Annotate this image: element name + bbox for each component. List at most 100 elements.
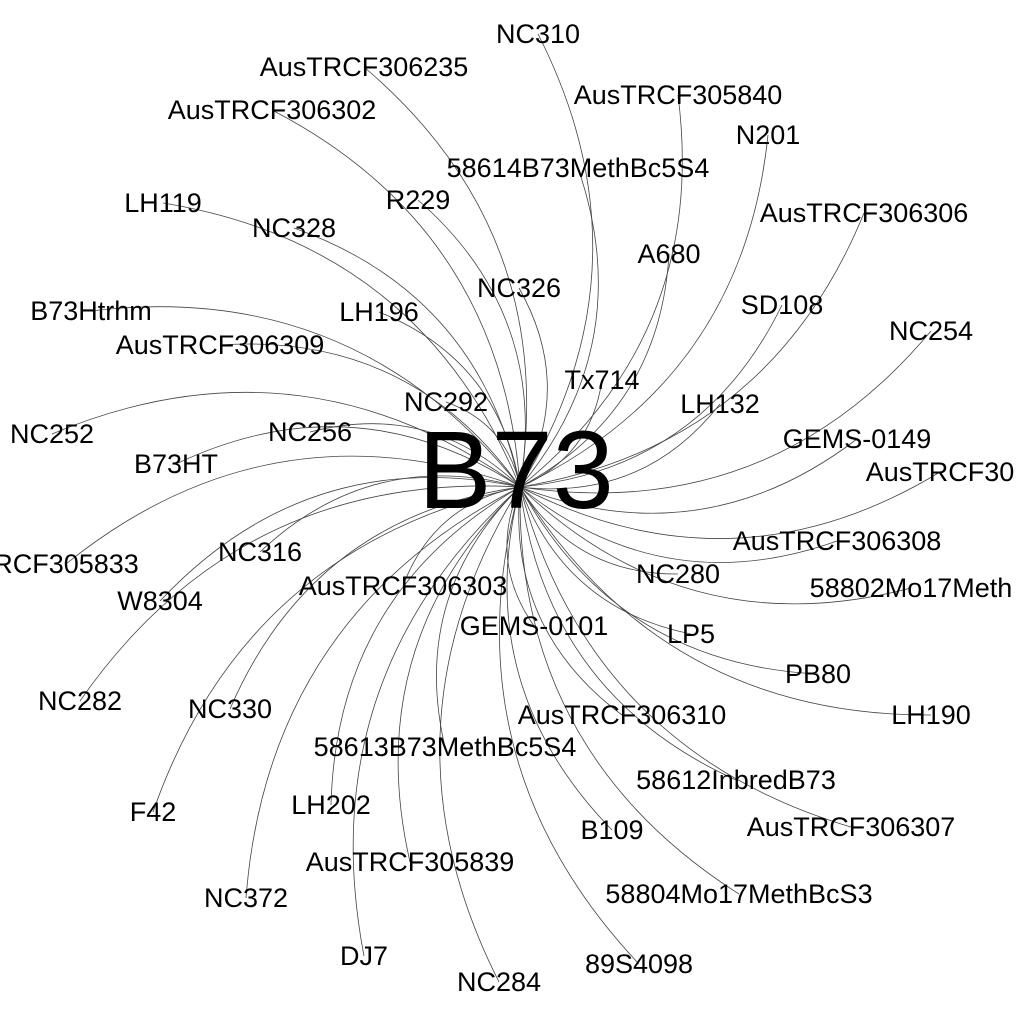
edge-58614b73 xyxy=(519,167,599,488)
node-label-lh190: LH190 xyxy=(891,700,971,730)
node-label-gems0101: GEMS-0101 xyxy=(460,611,609,641)
node-label-austrcf306235: AusTRCF306235 xyxy=(260,52,469,82)
node-label-austrcf305839: AusTRCF305839 xyxy=(306,847,515,877)
edge-austrcf305840 xyxy=(519,94,683,488)
edge-rcf305833 xyxy=(65,455,521,565)
node-label-tx714: Tx714 xyxy=(564,365,639,395)
node-label-nc328: NC328 xyxy=(252,213,336,243)
node-label-nc284: NC284 xyxy=(457,967,541,997)
node-label-lh132: LH132 xyxy=(680,389,760,419)
node-label-sd108: SD108 xyxy=(741,290,824,320)
edge-lh196 xyxy=(378,311,521,488)
node-label-nc372: NC372 xyxy=(204,883,288,913)
node-label-f42: F42 xyxy=(130,797,177,827)
edge-58612inbred xyxy=(519,486,737,781)
edge-sd108 xyxy=(519,304,783,488)
node-label-lh202: LH202 xyxy=(291,790,371,820)
edge-nc310 xyxy=(519,33,594,488)
node-label-nc292: NC292 xyxy=(404,387,488,417)
node-label-austrcf306308: AusTRCF306308 xyxy=(733,526,942,556)
node-label-b73htrhm: B73Htrhm xyxy=(30,296,152,326)
edge-lh119 xyxy=(162,202,521,488)
node-label-austrcf305840: AusTRCF305840 xyxy=(574,80,783,110)
node-label-nc254: NC254 xyxy=(889,316,973,346)
node-label-r229: R229 xyxy=(386,185,451,215)
node-label-nc256: NC256 xyxy=(268,417,352,447)
edge-tx714 xyxy=(519,379,603,488)
edge-austrcf306309 xyxy=(219,343,521,488)
labels-layer: NC310AusTRCF306235AusTRCF305840AusTRCF30… xyxy=(0,19,1014,997)
node-label-austrcf306303: AusTRCF306303 xyxy=(299,571,508,601)
edge-b73ht xyxy=(175,426,521,488)
node-label-b109: B109 xyxy=(580,815,643,845)
node-label-nc330: NC330 xyxy=(188,694,272,724)
node-label-58804mo17: 58804Mo17MethBcS3 xyxy=(605,879,872,909)
edge-dj7 xyxy=(352,486,521,957)
node-label-pb80: PB80 xyxy=(785,659,851,689)
node-label-nc252: NC252 xyxy=(10,419,94,449)
edge-lp5 xyxy=(519,486,692,635)
node-label-austrcf306310: AusTRCF306310 xyxy=(518,700,727,730)
edge-nc256 xyxy=(309,423,521,488)
edge-austrcf306307 xyxy=(519,486,852,828)
edge-austrcf306306 xyxy=(519,212,865,488)
edge-nc252 xyxy=(51,391,521,488)
node-label-rcf305833: RCF305833 xyxy=(0,549,139,579)
edge-f42 xyxy=(152,486,521,813)
node-label-58613b73: 58613B73MethBc5S4 xyxy=(314,732,577,762)
node-label-gems0149: GEMS-0149 xyxy=(783,424,932,454)
node-label-dj7: DJ7 xyxy=(340,941,388,971)
edge-nc282 xyxy=(79,485,521,702)
node-label-a680: A680 xyxy=(637,239,700,269)
edge-r229 xyxy=(417,199,526,488)
edge-89s4098 xyxy=(499,486,640,965)
edge-austrcf30 xyxy=(519,471,941,539)
edge-a680 xyxy=(519,253,670,488)
node-label-austrcf30: AusTRCF30 xyxy=(866,457,1015,487)
edge-pb80 xyxy=(519,486,819,675)
edge-austrcf305839 xyxy=(397,486,521,863)
node-label-b73ht: B73HT xyxy=(134,449,218,479)
edge-n201 xyxy=(519,134,769,488)
node-label-lh196: LH196 xyxy=(339,297,419,327)
node-label-58612inbred: 58612InbredB73 xyxy=(636,765,836,795)
edge-nc284 xyxy=(439,486,521,983)
node-label-58802mo17: 58802Mo17Meth xyxy=(810,573,1013,603)
edge-b109 xyxy=(506,486,613,831)
node-label-n201: N201 xyxy=(736,120,801,150)
edge-nc280 xyxy=(519,486,679,575)
edge-austrcf306310 xyxy=(518,486,623,716)
node-label-nc316: NC316 xyxy=(218,537,302,567)
edge-lh132 xyxy=(519,403,721,490)
node-label-lp5: LP5 xyxy=(667,619,715,649)
node-label-58614b73: 58614B73MethBc5S4 xyxy=(447,153,710,183)
node-label-nc282: NC282 xyxy=(38,686,122,716)
edge-nc254 xyxy=(519,330,932,494)
edge-austrcf306308 xyxy=(519,486,838,563)
node-label-89s4098: 89S4098 xyxy=(585,949,693,979)
edge-nc316 xyxy=(259,475,521,553)
node-label-nc326: NC326 xyxy=(477,273,561,303)
edge-nc372 xyxy=(245,486,521,899)
node-label-austrcf306306: AusTRCF306306 xyxy=(760,198,969,228)
node-label-nc310: NC310 xyxy=(496,19,580,49)
node-label-austrcf306309: AusTRCF306309 xyxy=(116,330,325,360)
edge-lh190 xyxy=(519,486,932,716)
edge-nc326 xyxy=(518,287,548,488)
node-label-austrcf306302: AusTRCF306302 xyxy=(168,95,377,125)
node-label-lh119: LH119 xyxy=(124,188,202,218)
edge-austrcf306302 xyxy=(271,109,521,488)
edge-58804mo17 xyxy=(519,486,740,895)
edge-nc292 xyxy=(445,401,521,488)
edge-b73htrhm xyxy=(90,306,521,488)
hub-node-label: B73 xyxy=(418,409,614,532)
edge-gems0149 xyxy=(519,438,858,514)
edge-58802mo17 xyxy=(519,486,912,605)
edge-58613b73 xyxy=(436,486,521,748)
edge-lh202 xyxy=(330,486,521,806)
node-label-austrcf306307: AusTRCF306307 xyxy=(747,812,956,842)
edges-layer xyxy=(51,33,941,983)
node-label-nc280: NC280 xyxy=(636,559,720,589)
node-label-w8304: W8304 xyxy=(117,586,203,616)
